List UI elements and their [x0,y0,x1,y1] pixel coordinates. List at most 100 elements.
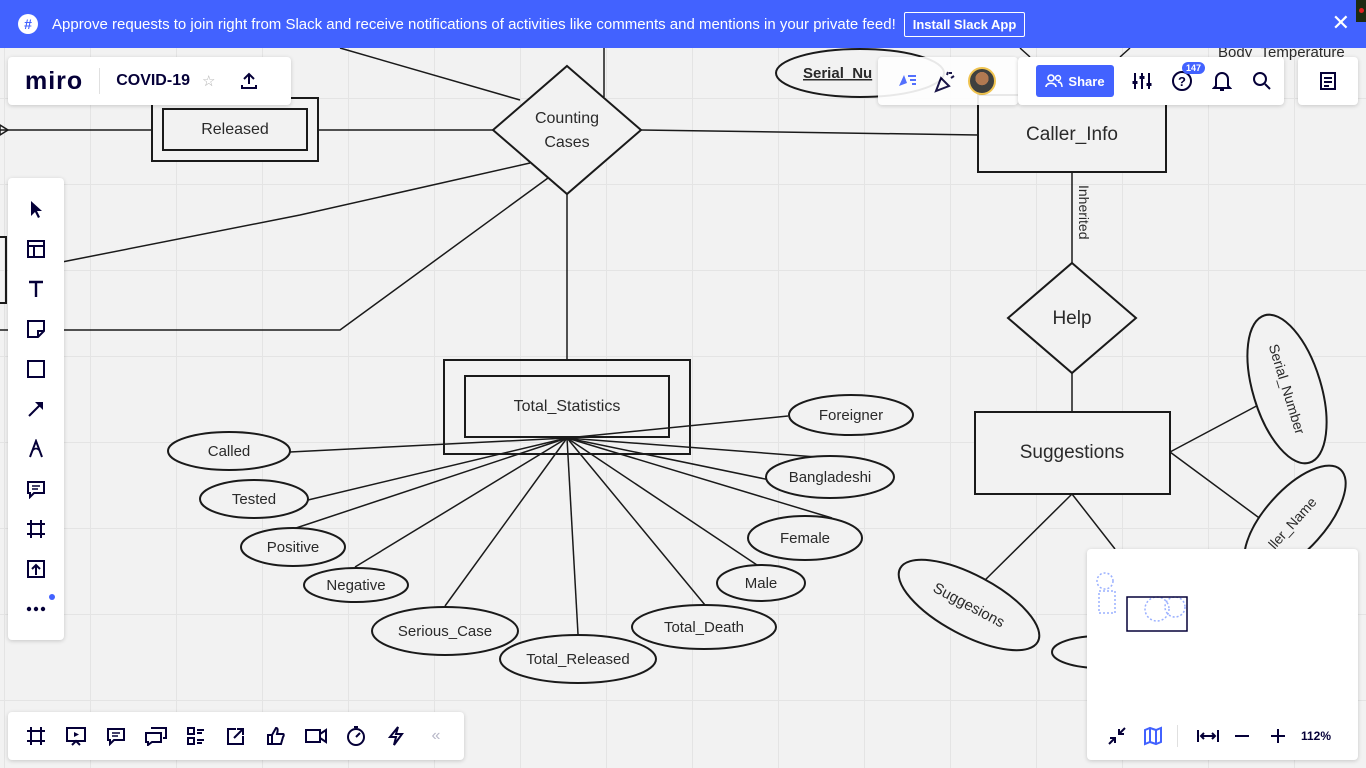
collapse-map-icon[interactable] [1107,726,1127,746]
entity-suggestions[interactable]: Suggestions [974,411,1171,495]
attribute-label: Serious_Case [398,623,492,640]
timer-icon[interactable] [336,726,376,746]
attribute-connectors [289,415,833,635]
minimap-preview[interactable] [1087,569,1197,639]
cursor-follow-icon[interactable] [896,70,918,92]
attribute-female[interactable]: Female [747,515,863,561]
attribute-male[interactable]: Male [716,564,806,602]
banner-message: Approve requests to join right from Slac… [52,15,896,33]
cards-icon[interactable] [176,726,216,746]
install-slack-button[interactable]: Install Slack App [903,11,1026,37]
attribute-body-temperature[interactable]: Body_Temperature [1218,44,1345,61]
activity-icon[interactable] [376,726,416,746]
attribute-label: Female [780,530,830,547]
frames-icon[interactable] [16,726,56,746]
attribute-label: Serial_Nu [803,65,872,82]
attribute-serious-case[interactable]: Serious_Case [371,606,519,656]
collapse-icon[interactable]: « [431,727,441,744]
miro-logo[interactable]: miro [25,66,84,95]
bell-icon[interactable] [1202,70,1242,92]
relationship-label: Cases [544,134,589,151]
presentation-icon[interactable] [56,726,96,746]
zoom-out-icon[interactable] [1234,728,1250,744]
top-right-toolbar: Share ? 147 [1018,57,1284,105]
attribute-label: Total_Released [526,651,629,668]
video-chat-icon[interactable] [136,726,176,746]
sticky-note-icon[interactable] [8,309,64,349]
relationship-partial[interactable] [0,124,10,136]
attribute-tested[interactable]: Tested [199,479,309,519]
pen-icon[interactable] [8,429,64,469]
attribute-foreigner[interactable]: Foreigner [788,394,914,436]
comments-icon[interactable] [96,726,136,746]
text-icon[interactable] [8,269,64,309]
users-icon [1045,74,1064,88]
connector[interactable] [0,177,549,331]
collaboration-bar [878,57,1018,105]
connector[interactable] [979,493,1073,586]
entity-label: Suggestions [1020,442,1125,463]
attribute-positive[interactable]: Positive [240,527,346,567]
settings-sliders-icon[interactable] [1122,71,1162,91]
relationship-counting-cases[interactable]: Counting Cases [491,64,643,196]
connector[interactable] [1169,401,1265,453]
star-icon[interactable]: ☆ [201,73,216,90]
minimap[interactable]: 112% [1087,549,1358,760]
connection-line-icon[interactable] [8,389,64,429]
video-icon[interactable] [296,727,336,745]
relationship-label: Help [1052,308,1091,329]
map-icon[interactable] [1143,726,1163,746]
share-button[interactable]: Share [1036,65,1114,97]
zoom-level[interactable]: 112% [1301,729,1332,743]
more-icon[interactable] [8,589,64,629]
attribute-caller-name[interactable]: ller_Name [1227,449,1363,590]
zoom-in-icon[interactable] [1270,728,1286,744]
voting-icon[interactable] [256,726,296,746]
frame-icon[interactable] [8,509,64,549]
templates-icon[interactable] [8,229,64,269]
entity-partial[interactable] [0,236,7,304]
comment-icon[interactable] [8,469,64,509]
connector[interactable] [61,162,531,263]
slack-banner: # Approve requests to join right from Sl… [0,0,1366,48]
celebrate-icon[interactable] [933,70,957,94]
attribute-bangladeshi[interactable]: Bangladeshi [765,455,895,499]
board-title[interactable]: COVID-19 [116,72,190,89]
relationship-help[interactable]: Help [1006,261,1138,375]
help-icon[interactable]: ? 147 [1162,62,1206,92]
connector[interactable] [1169,451,1263,521]
attribute-negative[interactable]: Negative [303,567,409,603]
entity-released[interactable]: Released [151,97,319,162]
attribute-suggesions[interactable]: Suggesions [886,542,1052,668]
attribute-total-released[interactable]: Total_Released [499,634,657,684]
relationship-label: Counting [535,110,599,127]
connector[interactable] [640,129,979,136]
select-icon[interactable] [8,189,64,229]
attribute-label: Male [745,575,778,592]
entity-label: Released [201,121,269,138]
help-badge: 147 [1182,62,1206,74]
divider [1177,725,1178,747]
connector[interactable] [339,47,521,101]
notes-icon[interactable] [1319,71,1337,91]
edge-label-inherited: Inherited [1076,185,1092,239]
entity-caller-info[interactable]: Caller_Info [977,94,1167,173]
share-screen-icon[interactable] [216,726,256,746]
attribute-serial-number[interactable]: Serial_Number [1232,305,1342,472]
entity-total-statistics[interactable]: Total_Statistics [443,359,691,455]
close-icon[interactable]: ✕ [1331,10,1350,35]
attribute-total-death[interactable]: Total_Death [631,604,777,650]
connector[interactable] [1119,47,1131,58]
export-icon[interactable] [239,71,259,91]
attribute-label: Foreigner [819,407,883,424]
connector[interactable] [1071,493,1116,550]
attribute-called[interactable]: Called [167,431,291,471]
fit-width-icon[interactable] [1196,726,1220,746]
shape-icon[interactable] [8,349,64,389]
avatar[interactable] [968,67,996,95]
upload-icon[interactable] [8,549,64,589]
connector[interactable] [1019,47,1031,58]
search-icon[interactable] [1242,71,1282,91]
